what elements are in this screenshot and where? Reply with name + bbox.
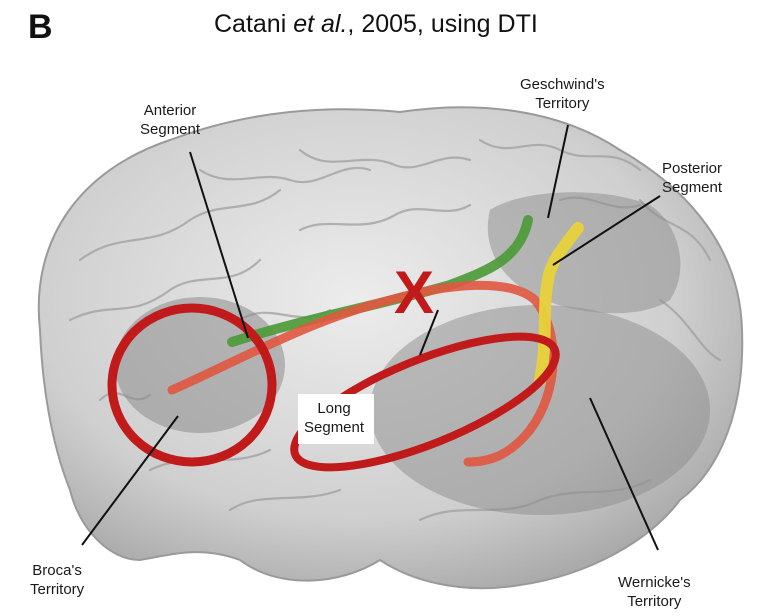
geschwind-label-line1: Geschwind's [520,75,605,94]
broca-territory-label: Broca's Territory [30,561,84,599]
posterior-segment-label-line1: Posterior [662,159,722,178]
figure-title: Catani et al., 2005, using DTI [214,10,538,39]
long-segment-label-line1: Long [304,399,364,418]
posterior-segment-label-line2: Segment [662,178,722,197]
anterior-segment-label-line2: Segment [140,120,200,139]
wernicke-label-line2: Territory [618,592,691,611]
anterior-segment-label-line1: Anterior [140,101,200,120]
geschwind-label-line2: Territory [520,94,605,113]
panel-letter: B [28,8,53,47]
blocked-connection-mark: X [394,258,434,327]
title-italic: et al. [293,10,347,38]
broca-label-line2: Territory [30,580,84,599]
long-segment-label-line2: Segment [304,418,364,437]
broca-label-line1: Broca's [30,561,84,580]
wernicke-label-line1: Wernicke's [618,573,691,592]
anterior-segment-label: Anterior Segment [140,101,200,139]
posterior-segment-label: Posterior Segment [662,159,722,197]
long-segment-label: Long Segment [304,399,364,437]
geschwind-territory-label: Geschwind's Territory [520,75,605,113]
title-prefix: Catani [214,10,293,38]
broca-territory [115,297,285,433]
wernicke-territory-label: Wernicke's Territory [618,573,691,611]
title-suffix: , 2005, using DTI [347,10,537,38]
